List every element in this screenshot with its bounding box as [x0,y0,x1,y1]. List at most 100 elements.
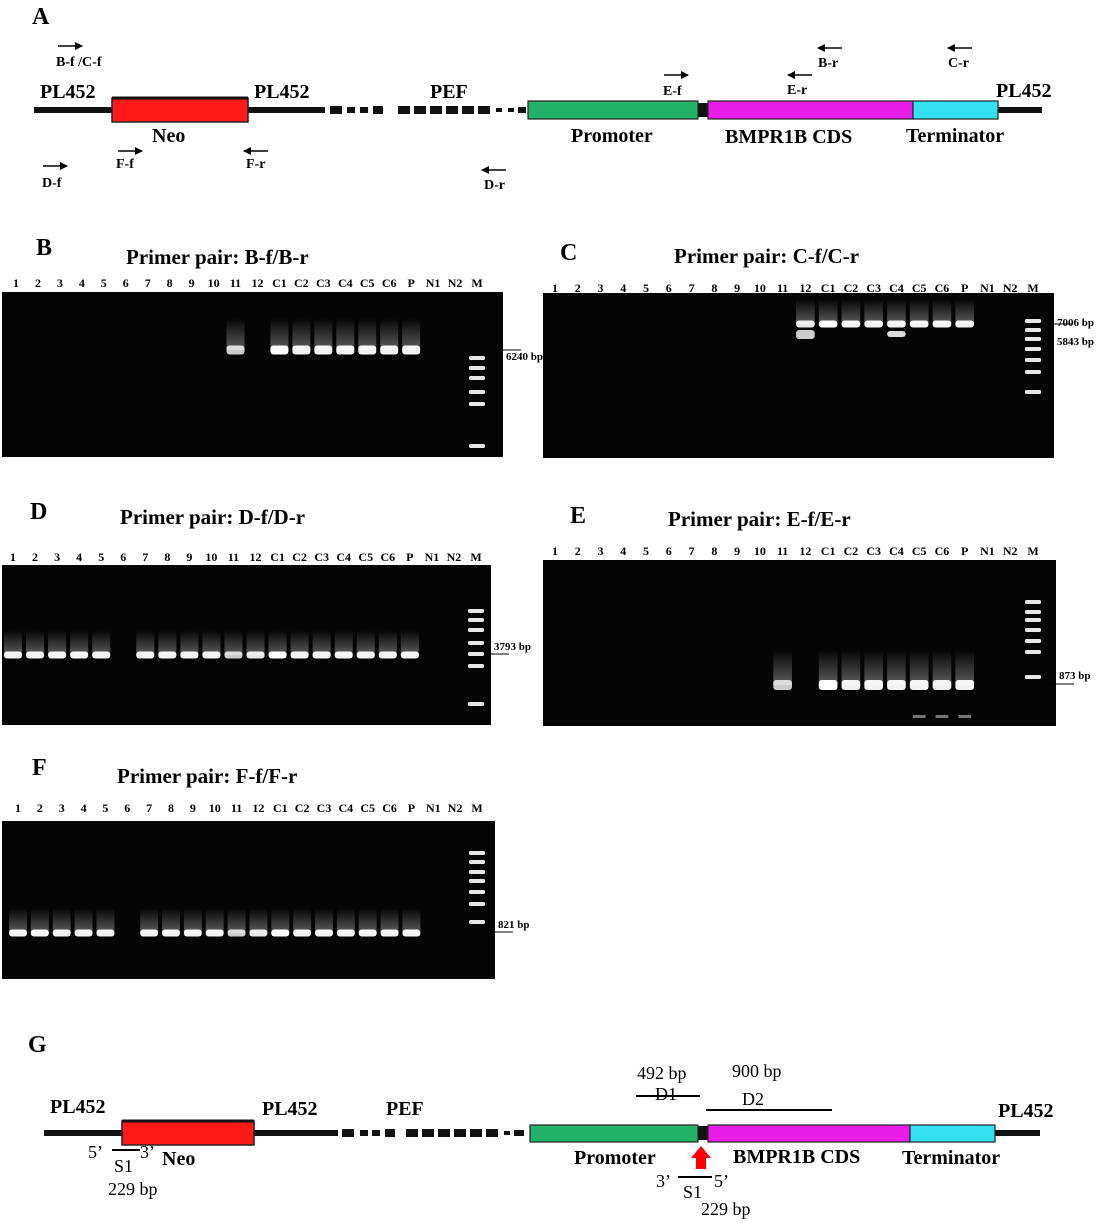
ladder-band [469,920,485,924]
lane-label: C4 [889,544,904,558]
primer-ef: E-f [663,84,682,99]
gel-title-e: Primer pair: E-f/E-r [668,507,851,531]
panel-a: A PL452 PL452 PEF PL452 Neo Promoter BMP… [32,4,1052,193]
band-smear [48,630,67,655]
band-smear [249,908,268,933]
band-smear [841,650,861,685]
cds-box [707,100,914,120]
lane-label: 7 [689,281,695,295]
s1-left-size: 229 bp [108,1179,158,1199]
gel-title-b: Primer pair: B-f/B-r [126,245,309,269]
lane-label: M [471,801,482,815]
lane-label: C2 [294,276,309,290]
gel-band [312,651,331,659]
gel-band [180,651,199,659]
primer-er: E-r [787,83,807,98]
ladder-band [469,879,485,883]
band-smear [909,299,929,324]
lane-label: M [470,550,481,564]
lane-label: 4 [620,281,626,295]
ladder-band [1025,328,1041,332]
lane-label: C3 [317,801,332,815]
lane-label: 11 [777,544,788,558]
lane-label: 5 [102,801,108,815]
lane-label: 3 [59,801,65,815]
lane-label: C5 [912,281,927,295]
primer-arrows [43,42,972,174]
band-smear [268,630,287,655]
lane-label: C4 [889,281,904,295]
lane-label: 10 [754,281,766,295]
g-label-pl452-left: PL452 [50,1096,106,1118]
gel-band [205,929,224,937]
band-smear [271,908,290,933]
lane-label: 10 [754,544,766,558]
gel-band [864,320,883,328]
s1-right-five: 5’ [714,1171,729,1191]
gel-band [292,345,311,355]
label-terminator: Terminator [906,125,1004,147]
s1-right-name: S1 [683,1182,702,1202]
band-smear [205,908,224,933]
lane-label: 10 [209,801,221,815]
gel-band [314,345,333,355]
s1-right-three: 3’ [656,1171,671,1191]
lane-label: 8 [167,276,173,290]
lane-label: N1 [980,544,995,558]
lane-label: 6 [120,550,126,564]
lane-label: C4 [339,801,354,815]
band-smear [26,630,45,655]
label-pef: PEF [430,81,468,103]
g-label-pl452-mid: PL452 [262,1098,318,1120]
label-pl452-left: PL452 [40,81,96,103]
band-smear [380,908,399,933]
lane-label: 3 [57,276,63,290]
panel-letter-b: B [36,235,52,261]
band-smear [180,630,199,655]
lane-label: 8 [168,801,174,815]
size-marker-label: 7006 bp [1057,317,1094,329]
lane-label: 9 [190,801,196,815]
g-label-promoter: Promoter [574,1147,656,1169]
lane-label: 9 [189,276,195,290]
band-smear [202,630,221,655]
lane-label: 10 [205,550,217,564]
primer-cr: C-r [948,56,969,71]
g-terminator-box [909,1124,996,1143]
gel-band [841,320,861,328]
ladder-band [1025,370,1041,374]
lane-label: 11 [777,281,788,295]
gel-band [96,929,115,937]
lane-label: P [961,544,968,558]
band-smear [70,630,89,655]
band-smear [400,630,419,655]
band-smear [909,650,929,685]
band-smear [312,630,331,655]
lane-label: 1 [552,544,558,558]
lane-label: 11 [231,801,242,815]
gel-band [909,320,929,328]
lane-label: 5 [643,281,649,295]
ladder-band [468,641,484,645]
band-smear [9,908,27,933]
gel-band [932,680,952,690]
band-smear [224,630,243,655]
lane-label: C3 [314,550,329,564]
gel-band-secondary [796,330,815,339]
lane-label: 4 [76,550,82,564]
band-smear [841,299,861,324]
lane-label: C4 [338,276,353,290]
gel-band [841,680,861,690]
gel-image [2,292,503,457]
band-smear [270,318,289,350]
gel-band [818,680,838,690]
s1-left-five: 5’ [88,1142,103,1162]
band-smear [378,630,397,655]
gel-band [271,929,290,937]
terminator-box [912,100,999,120]
band-smear [290,630,309,655]
lane-label: 1 [10,550,16,564]
